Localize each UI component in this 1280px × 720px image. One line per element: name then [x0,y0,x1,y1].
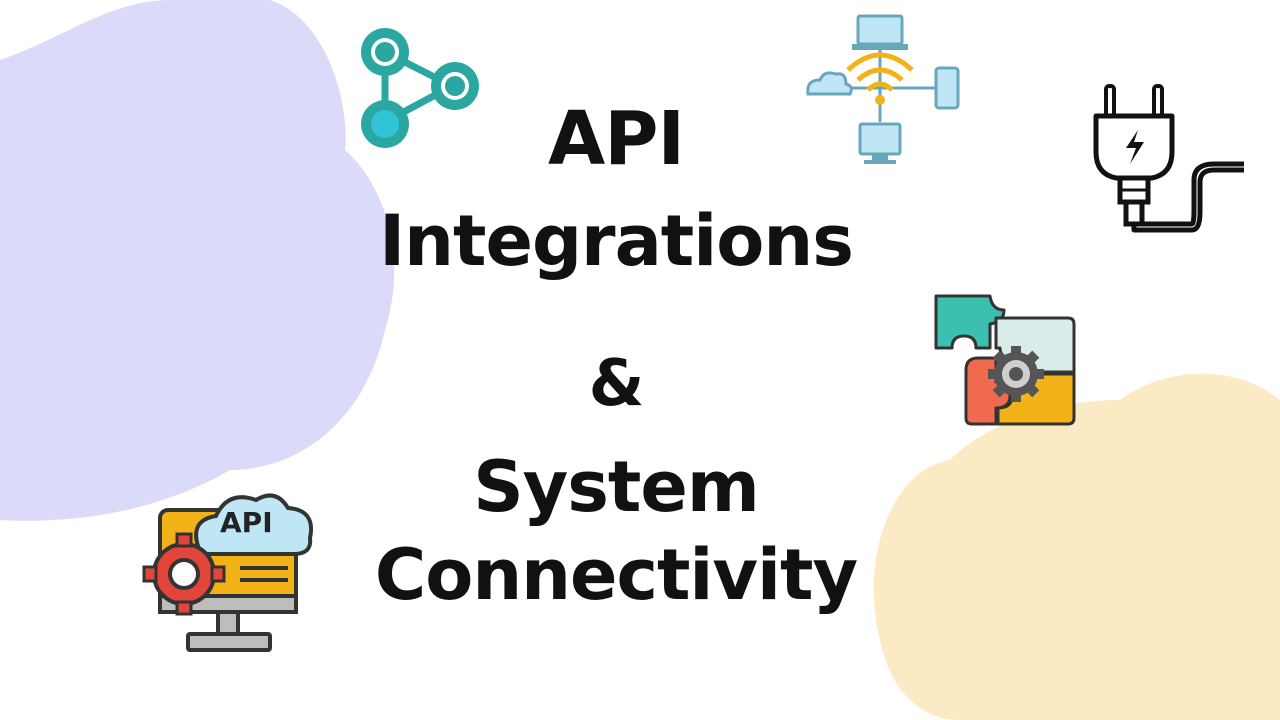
headline-line-3: & [588,347,645,421]
api-cloud-label: API [220,506,273,539]
headline-line-2: Integrations [379,200,854,282]
headline-line-4: System [473,446,760,528]
wifi-network-icon [806,14,960,164]
headline-line-1: API [547,96,685,182]
power-plug-icon [1093,84,1244,233]
share-nodes-icon [361,28,479,148]
puzzle-gear-icon [934,294,1076,426]
api-cloud-monitor-icon: API [140,480,320,660]
api-cloud-monitor-graphic [142,493,313,652]
headline-line-5: Connectivity [374,534,858,616]
